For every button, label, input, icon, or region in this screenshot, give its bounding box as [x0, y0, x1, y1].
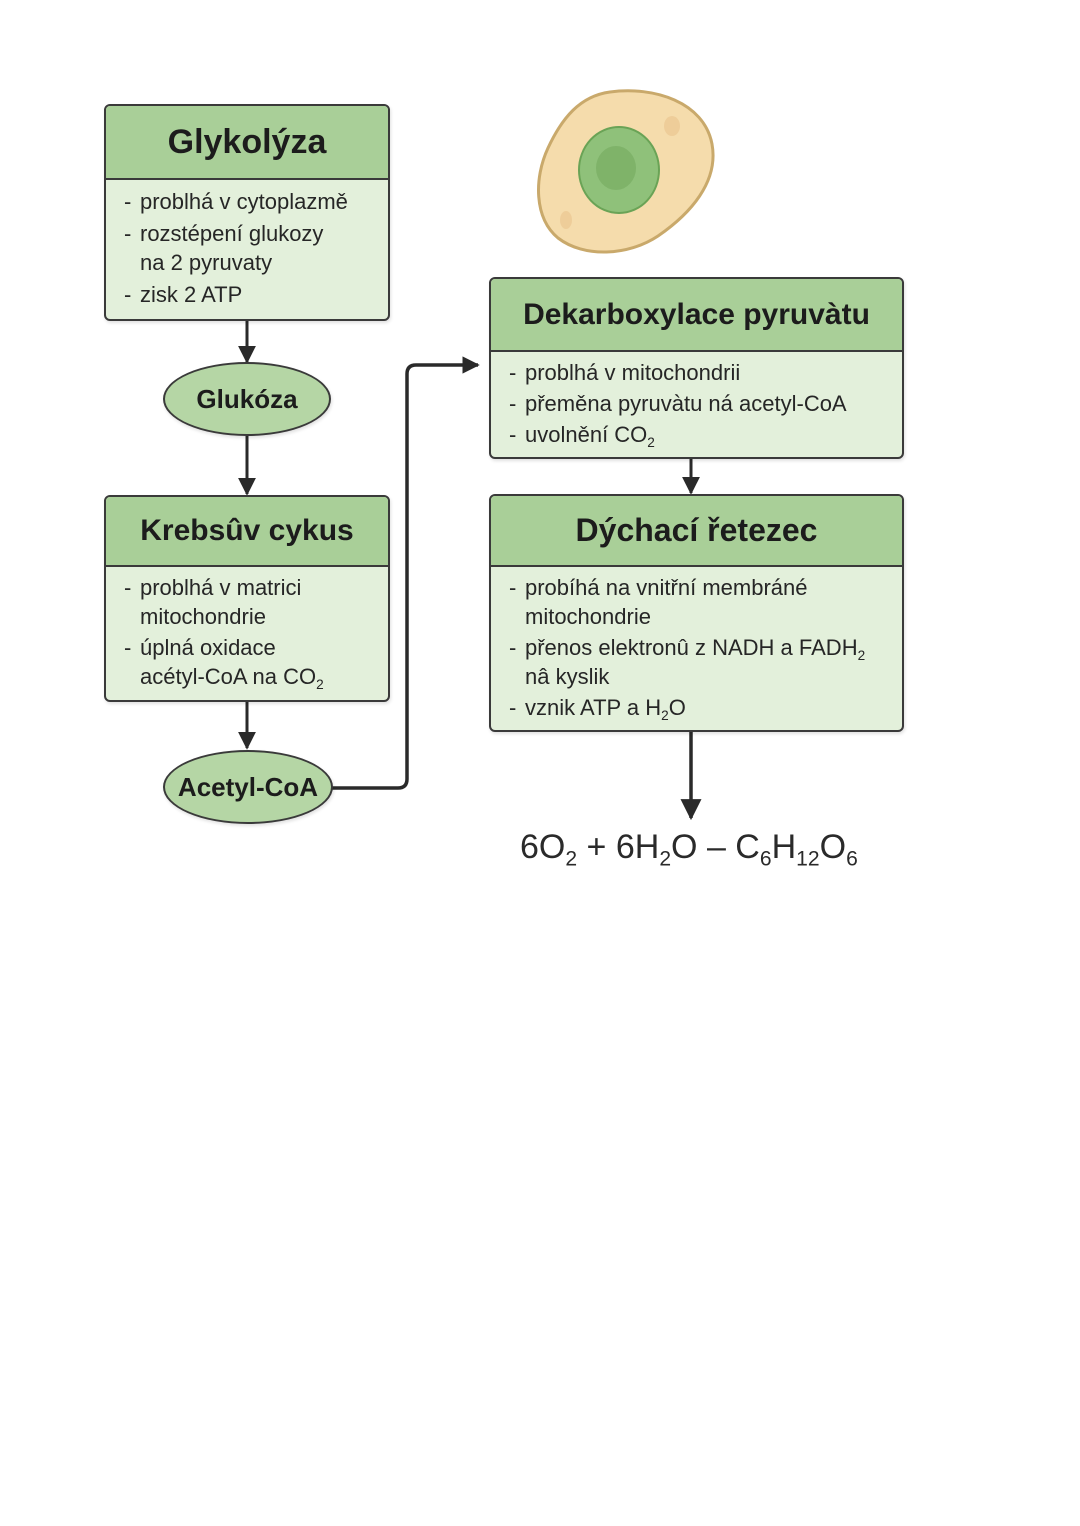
krebs-item-oxidation-line2: acétyl-CoA na CO	[140, 664, 317, 689]
krebs-list: problhá v matrici mitochondrie úplná oxi…	[106, 567, 388, 699]
chain-item-location-line1: probíhá na vnitřní membráné	[525, 575, 808, 600]
eq-sub1: 2	[565, 847, 578, 871]
krebs-item-location-line1: problhá v matrici	[140, 575, 302, 600]
glucose-label: Glukóza	[196, 383, 298, 414]
chain-item-products-text: vznik ATP a H	[525, 695, 662, 720]
krebs-item-oxidation: úplná oxidace acétyl-CoA na CO2	[124, 633, 378, 691]
glycolysis-box: Glykolýza problhá v cytoplazmě rozstépen…	[104, 104, 390, 321]
glycolysis-list: problhá v cytoplazmě rozstépení glukozy …	[106, 180, 388, 317]
respiratory-chain-list: probíhá na vnitřní membráné mitochondrie…	[491, 567, 902, 730]
equation: 6O2 + 6H2O – C6H12O6	[520, 828, 900, 871]
acetyl-coa-oval: Acetyl-CoA	[163, 750, 333, 824]
eq-sub4: 12	[796, 847, 820, 871]
chain-item-location: probíhá na vnitřní membráné mitochondrie	[509, 573, 892, 631]
eq-term4: H	[771, 828, 797, 866]
krebs-item-location: problhá v matrici mitochondrie	[124, 573, 378, 631]
acetyl-coa-label: Acetyl-CoA	[177, 771, 319, 802]
glycolysis-item-split-line1: rozstépení glukozy	[140, 221, 324, 246]
eq-sub2: 2	[659, 847, 672, 871]
decarboxylation-item-conversion: přeměna pyruvàtu ná acetyl-CoA	[509, 389, 892, 418]
glycolysis-item-split: rozstépení glukozy na 2 pyruvaty	[124, 219, 378, 277]
krebs-box: Krebsûv cykus problhá v matrici mitochon…	[104, 495, 390, 702]
glycolysis-item-location: problhá v cytoplazmě	[124, 187, 378, 216]
decarboxylation-list: problhá v mitochondrii přeměna pyruvàtu …	[491, 352, 902, 457]
krebs-item-oxidation-line1: úplná oxidace	[140, 635, 276, 660]
krebs-item-location-line2: mitochondrie	[140, 604, 266, 629]
arrow-acetyl-to-decarboxylation	[332, 356, 480, 790]
respiratory-chain-box: Dýchací řetezec probíhá na vnitřní membr…	[489, 494, 904, 732]
krebs-item-oxidation-subscript: 2	[316, 676, 324, 692]
chain-item-transfer: přenos elektronû z NADH a FADH2 nâ kysli…	[509, 633, 892, 691]
eq-sub5: 6	[846, 847, 858, 871]
cell-icon	[537, 89, 715, 254]
eq-term2: + 6H	[577, 828, 660, 866]
glucose-oval: Glukóza	[163, 362, 331, 436]
krebs-title: Krebsûv cykus	[106, 497, 388, 567]
glycolysis-item-atp: zisk 2 ATP	[124, 280, 378, 309]
decarboxylation-item-co2-subscript: 2	[647, 434, 655, 450]
chain-item-products-subscript: 2	[661, 707, 669, 723]
chain-item-transfer-line1: přenos elektronû z NADH a FADH	[525, 635, 858, 660]
eq-term5: O	[819, 828, 847, 866]
chain-item-transfer-subscript: 2	[857, 647, 866, 663]
eq-term3: O – C	[671, 828, 760, 866]
decarboxylation-title: Dekarboxylace pyruvàtu	[491, 279, 902, 352]
chain-item-transfer-line2: nâ kyslik	[525, 664, 610, 689]
respiratory-chain-title: Dýchací řetezec	[491, 496, 902, 567]
glycolysis-title: Glykolýza	[106, 106, 388, 180]
chain-item-products-tail: O	[668, 695, 686, 720]
glycolysis-item-split-line2: na 2 pyruvaty	[140, 250, 273, 275]
decarboxylation-item-co2: uvolnění CO2	[509, 420, 892, 449]
eq-sub3: 6	[759, 847, 772, 871]
eq-term1: 6O	[520, 828, 566, 866]
decarboxylation-item-location: problhá v mitochondrii	[509, 358, 892, 387]
chain-item-location-line2: mitochondrie	[525, 604, 651, 629]
chain-item-products: vznik ATP a H2O	[509, 693, 892, 722]
decarboxylation-item-co2-text: uvolnění CO	[525, 422, 648, 447]
decarboxylation-box: Dekarboxylace pyruvàtu problhá v mitocho…	[489, 277, 904, 459]
